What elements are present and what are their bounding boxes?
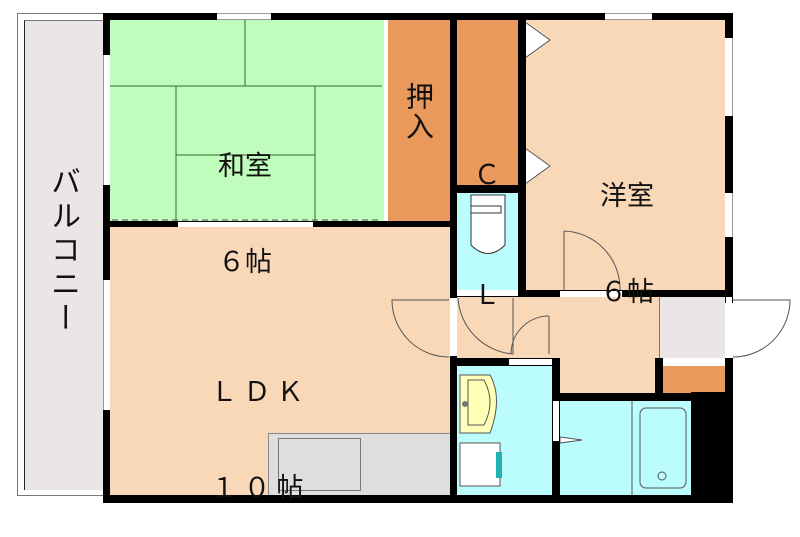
wall-shoe-left: [655, 358, 663, 401]
wall-bottom: [103, 495, 705, 503]
door-washroom[interactable]: [509, 359, 552, 365]
room-hallway-lower: [560, 358, 659, 393]
wall-left: [103, 13, 110, 503]
bathtub-icon: [631, 401, 687, 495]
window-yoshitsu-right-2: [725, 193, 733, 237]
shoe-cabinet-top: [663, 358, 725, 366]
window-washitsu-top: [217, 13, 271, 20]
ldk-label: ＬＤＫ １０帖: [210, 377, 310, 504]
shoe-cabinet: [663, 366, 725, 393]
window-ldk-left: [103, 280, 110, 410]
toilet-icon: [470, 194, 506, 254]
wall-bath-right: [691, 392, 733, 503]
floor-plan-lines: [110, 20, 791, 495]
room-yoshitsu: [526, 20, 726, 290]
window-yoshitsu-right-1: [725, 38, 733, 116]
wall-bath-top: [552, 393, 733, 401]
room-entrance: [659, 297, 725, 358]
wall-closet-bottom: [457, 185, 518, 193]
tatami-grid-icon: [110, 20, 382, 221]
door-yoshitsu[interactable]: [560, 291, 622, 297]
washbasin-icon: [459, 374, 497, 434]
balcony: [24, 20, 104, 490]
closet-door-icon: [524, 21, 551, 185]
room-oshiire: [388, 20, 450, 221]
wall-washroom-top: [450, 358, 560, 366]
door-bath[interactable]: [553, 401, 559, 441]
yoshitsu-label: 洋室 ６帖: [600, 181, 654, 308]
closet-label: Ｃ Ｌ: [473, 160, 501, 311]
opening-washitsu-ldk[interactable]: [178, 222, 313, 227]
bath-door-icon: [559, 436, 583, 444]
oshiire-label: 押入: [402, 82, 435, 142]
door-entrance[interactable]: [726, 297, 732, 358]
wall-closet-right: [518, 20, 526, 297]
room-washitsu: [110, 20, 384, 223]
window-yoshitsu-top: [605, 13, 652, 20]
kitchen-sink-icon: [278, 438, 361, 491]
window-washitsu-left: [103, 55, 110, 185]
washitsu-label: 和室 ６帖: [218, 151, 272, 278]
wall-top: [103, 13, 732, 20]
door-ldk[interactable]: [450, 298, 457, 356]
washing-machine-icon: [459, 442, 502, 487]
door-toilet[interactable]: [457, 290, 518, 296]
wall-oshiire-right: [450, 20, 457, 495]
balcony-label: バルコニー: [45, 166, 80, 336]
room-closet: [457, 20, 519, 185]
door-swing-icon: [391, 230, 791, 358]
wall-right-upper: [725, 13, 733, 303]
